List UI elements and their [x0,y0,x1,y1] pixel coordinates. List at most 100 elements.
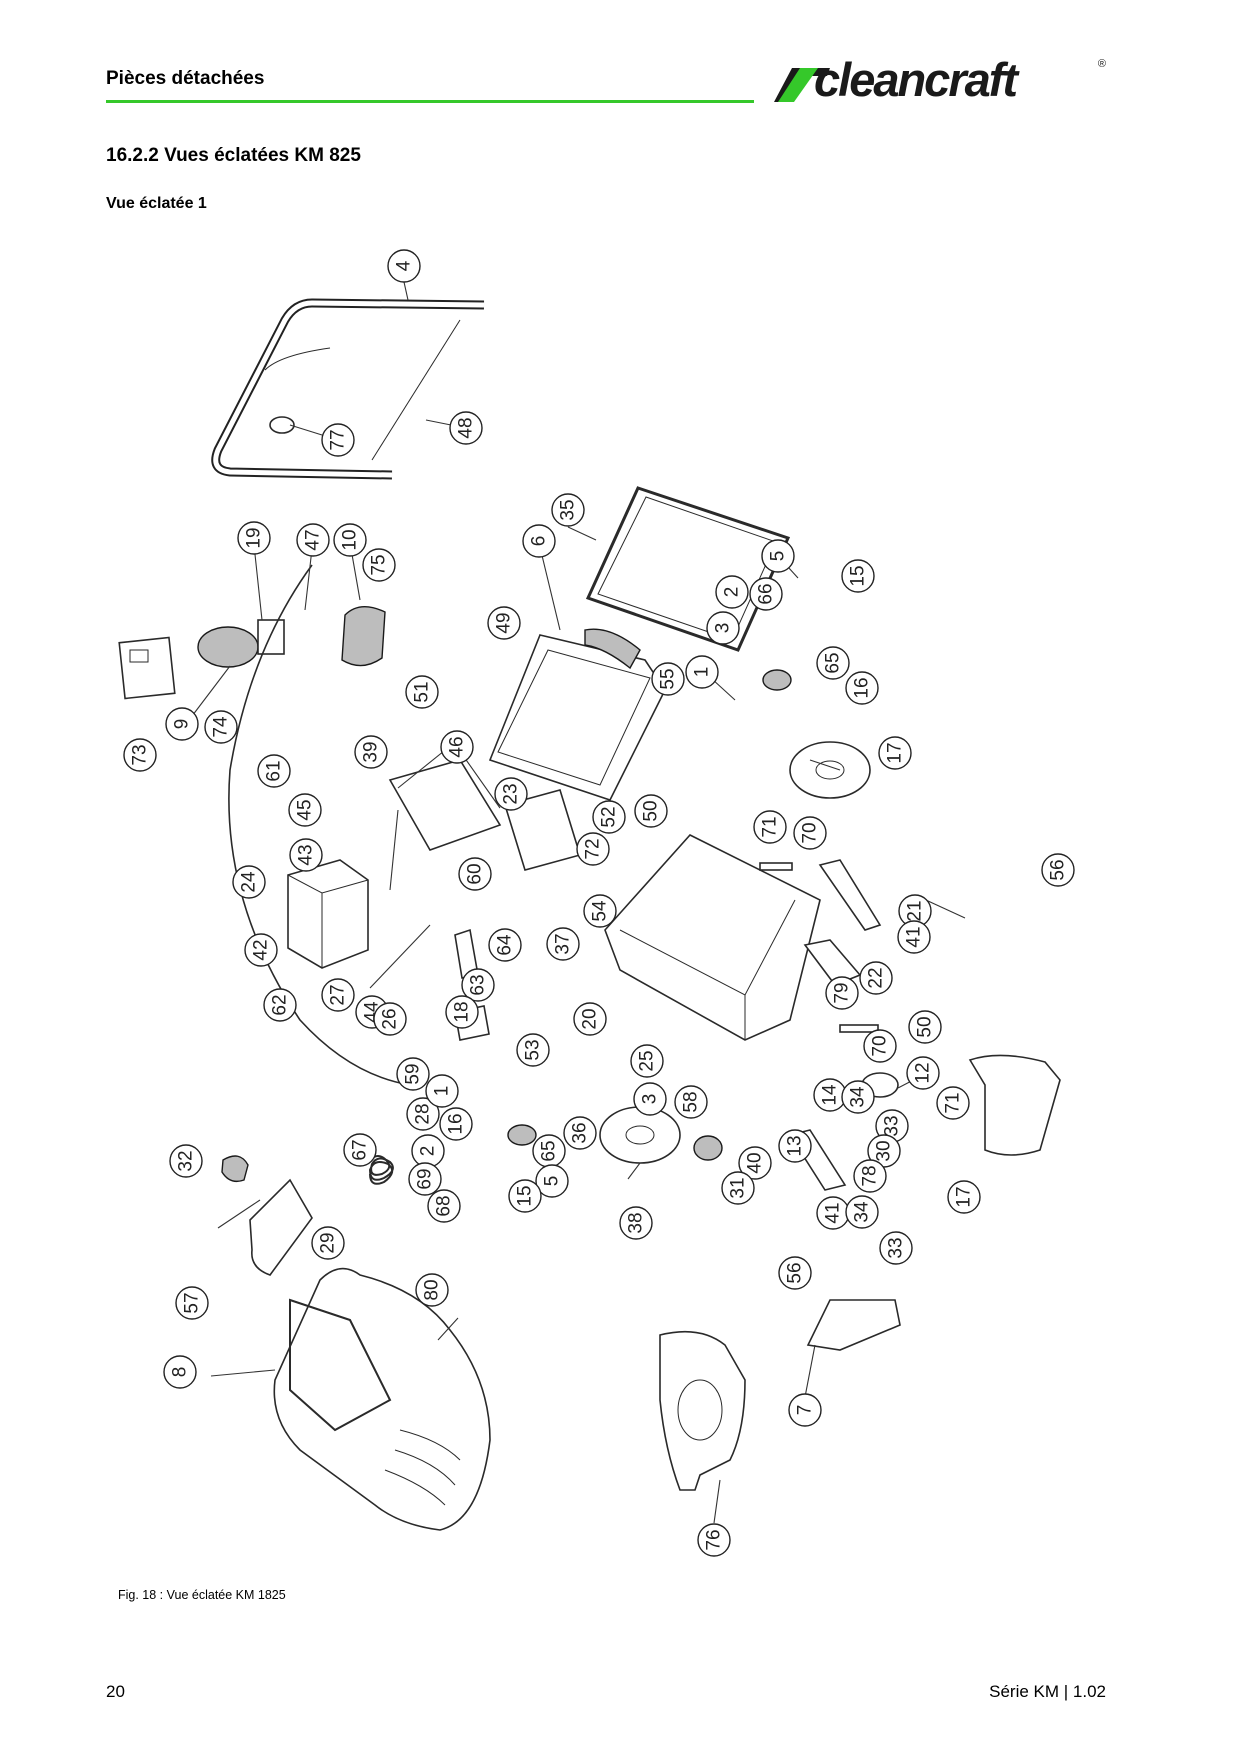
part-number-label: 79 [832,982,853,1003]
part-callout-29: 29 [311,1226,345,1260]
part-number-label: 19 [244,527,265,548]
part-callout-71: 71 [936,1086,970,1120]
part-number-label: 71 [943,1092,964,1113]
part-callout-5: 5 [535,1164,569,1198]
part-callout-56: 56 [1041,853,1075,887]
part-number-label: 36 [570,1122,591,1143]
part-callout-20: 20 [573,1002,607,1036]
part-callout-47: 47 [296,523,330,557]
part-number-label: 16 [446,1113,467,1134]
part-number-label: 53 [523,1039,544,1060]
part-number-label: 2 [418,1146,439,1157]
part-callout-34: 34 [841,1080,875,1114]
part-callout-31: 31 [721,1171,755,1205]
part-number-label: 49 [494,612,515,633]
part-number-label: 59 [403,1063,424,1084]
part-callout-2: 2 [715,575,749,609]
part-number-label: 55 [658,668,679,689]
part-callout-15: 15 [841,559,875,593]
part-callout-67: 67 [343,1133,377,1167]
part-callout-17: 17 [878,736,912,770]
part-callout-41: 41 [897,920,931,954]
part-number-label: 15 [848,565,869,586]
part-callout-34: 34 [845,1195,879,1229]
part-number-label: 70 [870,1035,891,1056]
part-callout-58: 58 [674,1085,708,1119]
part-number-label: 77 [328,429,349,450]
part-callout-37: 37 [546,927,580,961]
part-callout-28: 28 [406,1097,440,1131]
part-callout-6: 6 [522,524,556,558]
part-callout-57: 57 [175,1286,209,1320]
part-number-label: 4 [394,260,415,271]
part-number-label: 15 [515,1185,536,1206]
part-number-label: 5 [542,1176,563,1187]
part-number-label: 7 [795,1405,816,1416]
part-callout-4: 4 [387,249,421,283]
logo-wordmark: cleancraft [814,53,1018,106]
part-callout-72: 72 [576,832,610,866]
part-number-label: 29 [318,1232,339,1253]
part-callout-59: 59 [396,1057,430,1091]
part-number-label: 74 [211,716,232,738]
part-callout-63: 63 [461,968,495,1002]
part-callout-66: 66 [749,577,783,611]
part-number-label: 41 [904,926,925,947]
part-number-label: 30 [874,1140,895,1161]
part-number-label: 1 [692,667,713,678]
part-number-label: 41 [823,1202,844,1223]
part-callout-73: 73 [123,738,157,772]
part-callout-41: 41 [816,1196,850,1230]
part-number-label: 73 [130,744,151,765]
part-callout-52: 52 [592,800,626,834]
part-callout-21: 21 [898,894,932,928]
part-callout-40: 40 [738,1146,772,1180]
part-callout-5: 5 [761,539,795,573]
part-callout-9: 9 [165,707,199,741]
part-callout-77: 77 [321,423,355,457]
part-number-label: 12 [913,1062,934,1083]
part-number-label: 60 [465,863,486,884]
part-callout-49: 49 [487,606,521,640]
part-number-label: 52 [599,806,620,827]
part-callout-27: 27 [321,978,355,1012]
part-callout-32: 32 [169,1144,203,1178]
part-number-label: 35 [558,499,579,520]
part-number-label: 20 [580,1008,601,1029]
part-callout-76: 76 [697,1523,731,1557]
part-number-label: 38 [626,1212,647,1233]
part-number-label: 14 [820,1084,841,1106]
part-callout-3: 3 [706,611,740,645]
part-callout-13: 13 [778,1129,812,1163]
part-number-label: 34 [852,1201,873,1223]
part-callout-3: 3 [633,1082,667,1116]
part-number-label: 69 [415,1168,436,1189]
part-number-label: 10 [340,529,361,550]
part-number-label: 2 [722,587,743,598]
section-heading: 16.2.2 Vues éclatées KM 825 [106,145,361,166]
part-callout-35: 35 [551,493,585,527]
part-number-label: 25 [637,1050,658,1071]
part-callout-12: 12 [906,1056,940,1090]
part-number-label: 51 [412,681,433,702]
part-number-label: 47 [303,529,324,550]
part-callout-14: 14 [813,1078,847,1112]
part-callout-46: 46 [440,730,474,764]
part-callout-19: 19 [237,521,271,555]
footer-series: Série KM | 1.02 [989,1682,1106,1701]
part-number-label: 26 [380,1008,401,1029]
part-number-label: 28 [413,1103,434,1124]
part-callout-50: 50 [908,1010,942,1044]
part-callout-42: 42 [244,933,278,967]
part-number-label: 75 [369,554,390,575]
part-number-label: 56 [785,1262,806,1283]
part-callout-69: 69 [408,1162,442,1196]
part-number-label: 9 [172,719,193,730]
part-number-label: 54 [590,900,611,922]
part-callout-64: 64 [488,928,522,962]
part-callout-17: 17 [947,1180,981,1214]
part-number-label: 66 [756,583,777,604]
part-number-label: 32 [176,1150,197,1171]
part-callout-48: 48 [449,411,483,445]
